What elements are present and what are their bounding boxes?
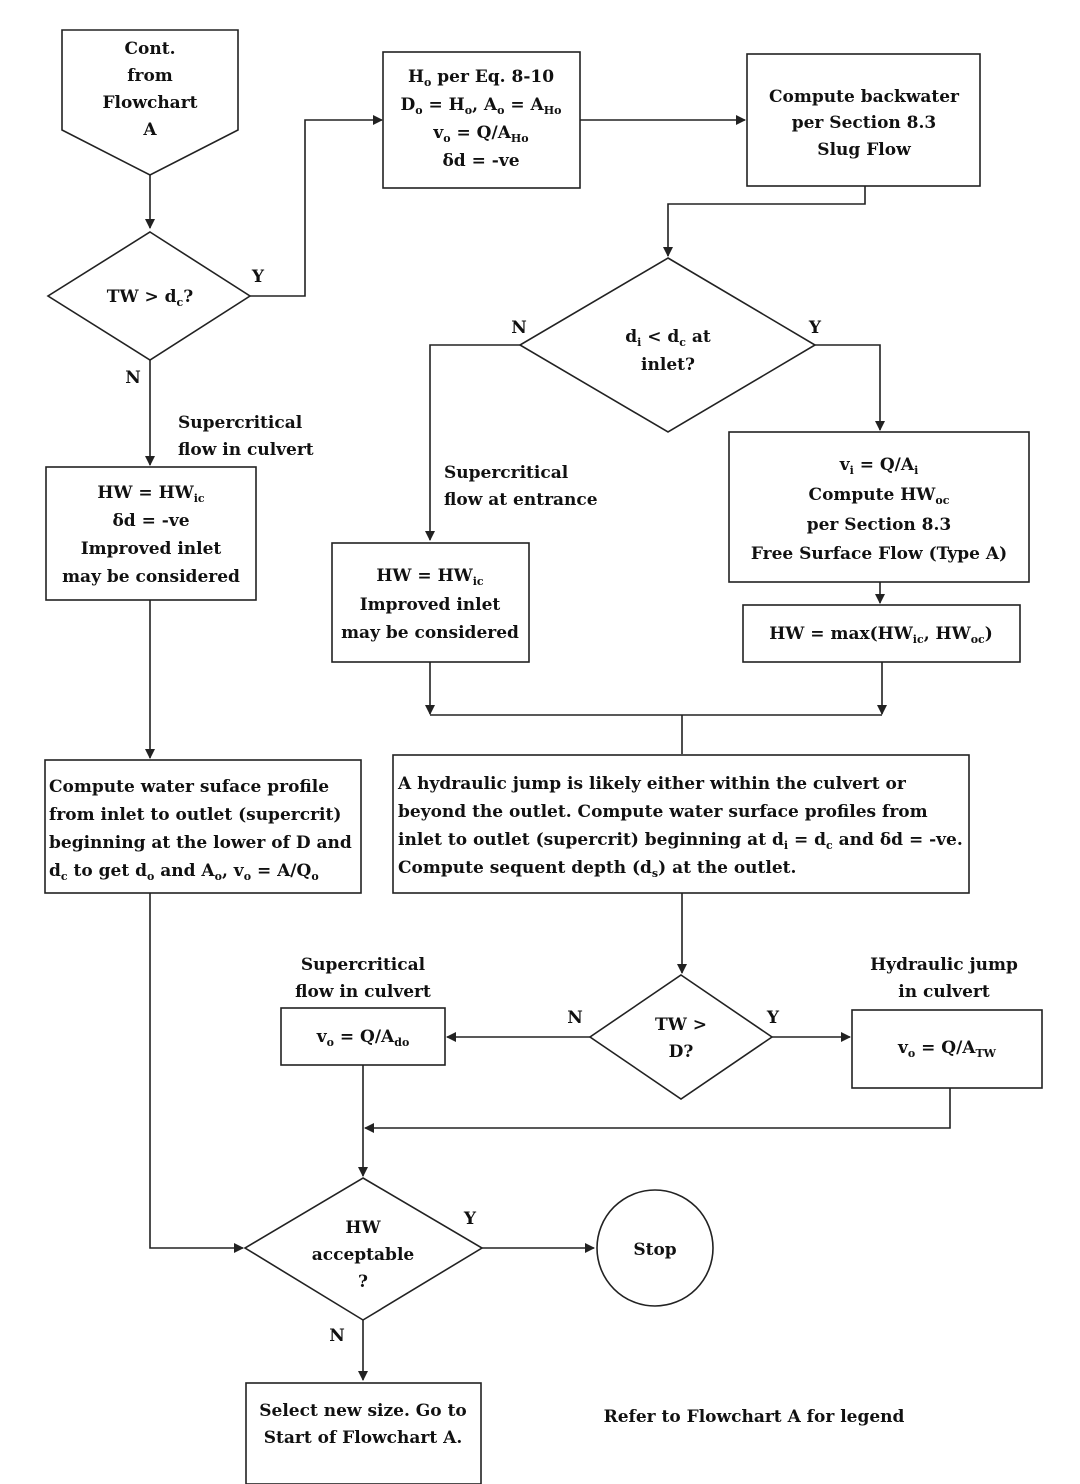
box-select-new-size: Select new size. Go to Start of Flowchar… (245, 1382, 482, 1484)
svg-text:δd = -ve: δd = -ve (442, 151, 519, 171)
note-hydraulic-jump: Hydraulic jump (870, 955, 1018, 975)
svg-text:Compute sequent depth (ds) at: Compute sequent depth (ds) at the outlet… (398, 858, 796, 880)
svg-text:per Section 8.3: per Section 8.3 (807, 515, 952, 535)
svg-text:A: A (142, 120, 157, 140)
svg-text:Improved inlet: Improved inlet (81, 539, 222, 559)
svg-text:beginning at the lower of D an: beginning at the lower of D and (49, 833, 352, 853)
box-hw-ic-left: HW = HWic δd = -ve Improved inlet may be… (45, 466, 257, 601)
svg-text:HW: HW (345, 1218, 381, 1238)
svg-text:Start of Flowchart A.: Start of Flowchart A. (264, 1428, 463, 1448)
decision-hw-acceptable: HW acceptable ? (243, 1177, 484, 1321)
box-compute-backwater: Compute backwater per Section 8.3 Slug F… (746, 53, 981, 187)
label-d1-no: N (125, 368, 141, 388)
box-vo-q-ado: vo = Q/Ado (280, 1007, 446, 1066)
svg-text:per Section 8.3: per Section 8.3 (792, 113, 937, 133)
label-d4-yes: Y (463, 1209, 477, 1229)
box-hydraulic-jump-profiles: A hydraulic jump is likely either within… (392, 754, 970, 894)
conn-vo-right-back (364, 1088, 951, 1133)
note-supercritical-entrance: Supercritical (444, 463, 569, 483)
svg-text:vo = Q/Ado: vo = Q/Ado (316, 1027, 410, 1049)
svg-text:acceptable: acceptable (312, 1245, 415, 1265)
svg-text:Compute backwater: Compute backwater (769, 87, 960, 107)
svg-text:Select new size. Go to: Select new size. Go to (259, 1401, 467, 1421)
label-d4-no: N (329, 1326, 345, 1346)
svg-text:HW = HWic: HW = HWic (97, 483, 205, 505)
label-d3-yes: Y (766, 1008, 780, 1028)
svg-text:beyond the outlet. Compute wa: beyond the outlet. Compute water surface… (398, 802, 928, 822)
connectors (145, 115, 951, 1381)
node-cont-from-flowchart-a: Cont. from Flowchart A (61, 29, 239, 176)
svg-text:di < dc at: di < dc at (625, 327, 711, 349)
svg-text:Ho per Eq. 8-10: Ho per Eq. 8-10 (408, 67, 554, 89)
conn-d2-no-to-hwic-mid (425, 344, 520, 541)
label-d3-no: N (567, 1008, 583, 1028)
svg-text:Compute water suface profile: Compute water suface profile (49, 777, 329, 797)
box-vo-q-atw: vo = Q/ATW (851, 1009, 1043, 1089)
box-hw-max: HW = max(HWic, HWoc) (742, 604, 1021, 663)
decision-di-lt-dc: di < dc at inlet? (518, 257, 817, 433)
note-legend-reference: Refer to Flowchart A for legend (604, 1407, 905, 1427)
svg-text:Flowchart: Flowchart (102, 93, 197, 113)
label-d1-yes: Y (251, 267, 265, 287)
svg-text:Do = Ho, Ao = AHo: Do = Ho, Ao = AHo (401, 95, 562, 117)
terminator-stop: Stop (596, 1189, 714, 1307)
svg-text:Free Surface Flow (Type A): Free Surface Flow (Type A) (751, 544, 1007, 564)
svg-text:δd = -ve: δd = -ve (112, 511, 189, 531)
svg-text:inlet?: inlet? (641, 355, 695, 375)
note-supercritical-entrance-b: flow at entrance (444, 490, 598, 510)
svg-text:Stop: Stop (633, 1240, 676, 1260)
note-supercritical-culvert-2: Supercritical (301, 955, 426, 975)
svg-text:from: from (127, 66, 173, 86)
svg-text:Slug Flow: Slug Flow (817, 140, 911, 160)
svg-text:A hydraulic jump is likely eit: A hydraulic jump is likely either within… (397, 774, 907, 794)
decision-tw-gt-dc: TW > dc? (46, 231, 252, 361)
decision-tw-gt-d: TW > D? (588, 974, 774, 1100)
label-d2-yes: Y (808, 318, 822, 338)
box-vi-compute-hwoc: vi = Q/Ai Compute HWoc per Section 8.3 F… (728, 431, 1030, 583)
svg-text:vo = Q/ATW: vo = Q/ATW (897, 1038, 997, 1060)
svg-text:Improved inlet: Improved inlet (360, 595, 501, 615)
svg-text:Cont.: Cont. (125, 39, 176, 59)
svg-text:vo = Q/AHo: vo = Q/AHo (432, 123, 528, 145)
annotations: Supercritical flow in culvert Supercriti… (178, 413, 1018, 1427)
svg-text:TW >: TW > (655, 1015, 707, 1035)
svg-text:from inlet to outlet (supercri: from inlet to outlet (supercrit) (49, 805, 341, 825)
svg-text:D?: D? (669, 1042, 694, 1062)
box-compute-profile-left: Compute water suface profile from inlet … (44, 759, 362, 894)
svg-text:Compute HWoc: Compute HWoc (809, 485, 950, 507)
note-supercritical-culvert-1b: flow in culvert (178, 440, 314, 460)
svg-text:TW > dc?: TW > dc? (107, 287, 193, 309)
note-supercritical-culvert-2b: flow in culvert (295, 982, 431, 1002)
conn-d2-yes-to-vi (815, 344, 885, 431)
note-supercritical-culvert-1: Supercritical (178, 413, 303, 433)
conn-d1-yes-to-hc (250, 115, 383, 297)
conn-backwater-to-d2 (663, 186, 866, 257)
svg-text:vi = Q/Ai: vi = Q/Ai (839, 455, 919, 477)
box-hc-per-eq: Ho per Eq. 8-10 Do = Ho, Ao = AHo vo = Q… (382, 51, 581, 189)
svg-text:may be considered: may be considered (62, 567, 240, 587)
svg-text:HW = max(HWic, HWoc): HW = max(HWic, HWoc) (769, 624, 993, 646)
svg-text:HW = HWic: HW = HWic (376, 566, 484, 588)
conn-profile-to-d4 (149, 893, 244, 1253)
note-hydraulic-jump-b: in culvert (898, 982, 990, 1002)
branch-labels: Y N N Y N Y Y N (125, 267, 822, 1346)
svg-text:inlet to outlet (supercrit) be: inlet to outlet (supercrit) beginning at… (398, 830, 963, 852)
svg-text:?: ? (358, 1272, 368, 1292)
box-hw-ic-middle: HW = HWic Improved inlet may be consider… (331, 542, 530, 663)
svg-text:dc to get do and Ao, vo = A/Qo: dc to get do and Ao, vo = A/Qo (49, 861, 319, 883)
svg-text:may be considered: may be considered (341, 623, 519, 643)
label-d2-no: N (511, 318, 527, 338)
